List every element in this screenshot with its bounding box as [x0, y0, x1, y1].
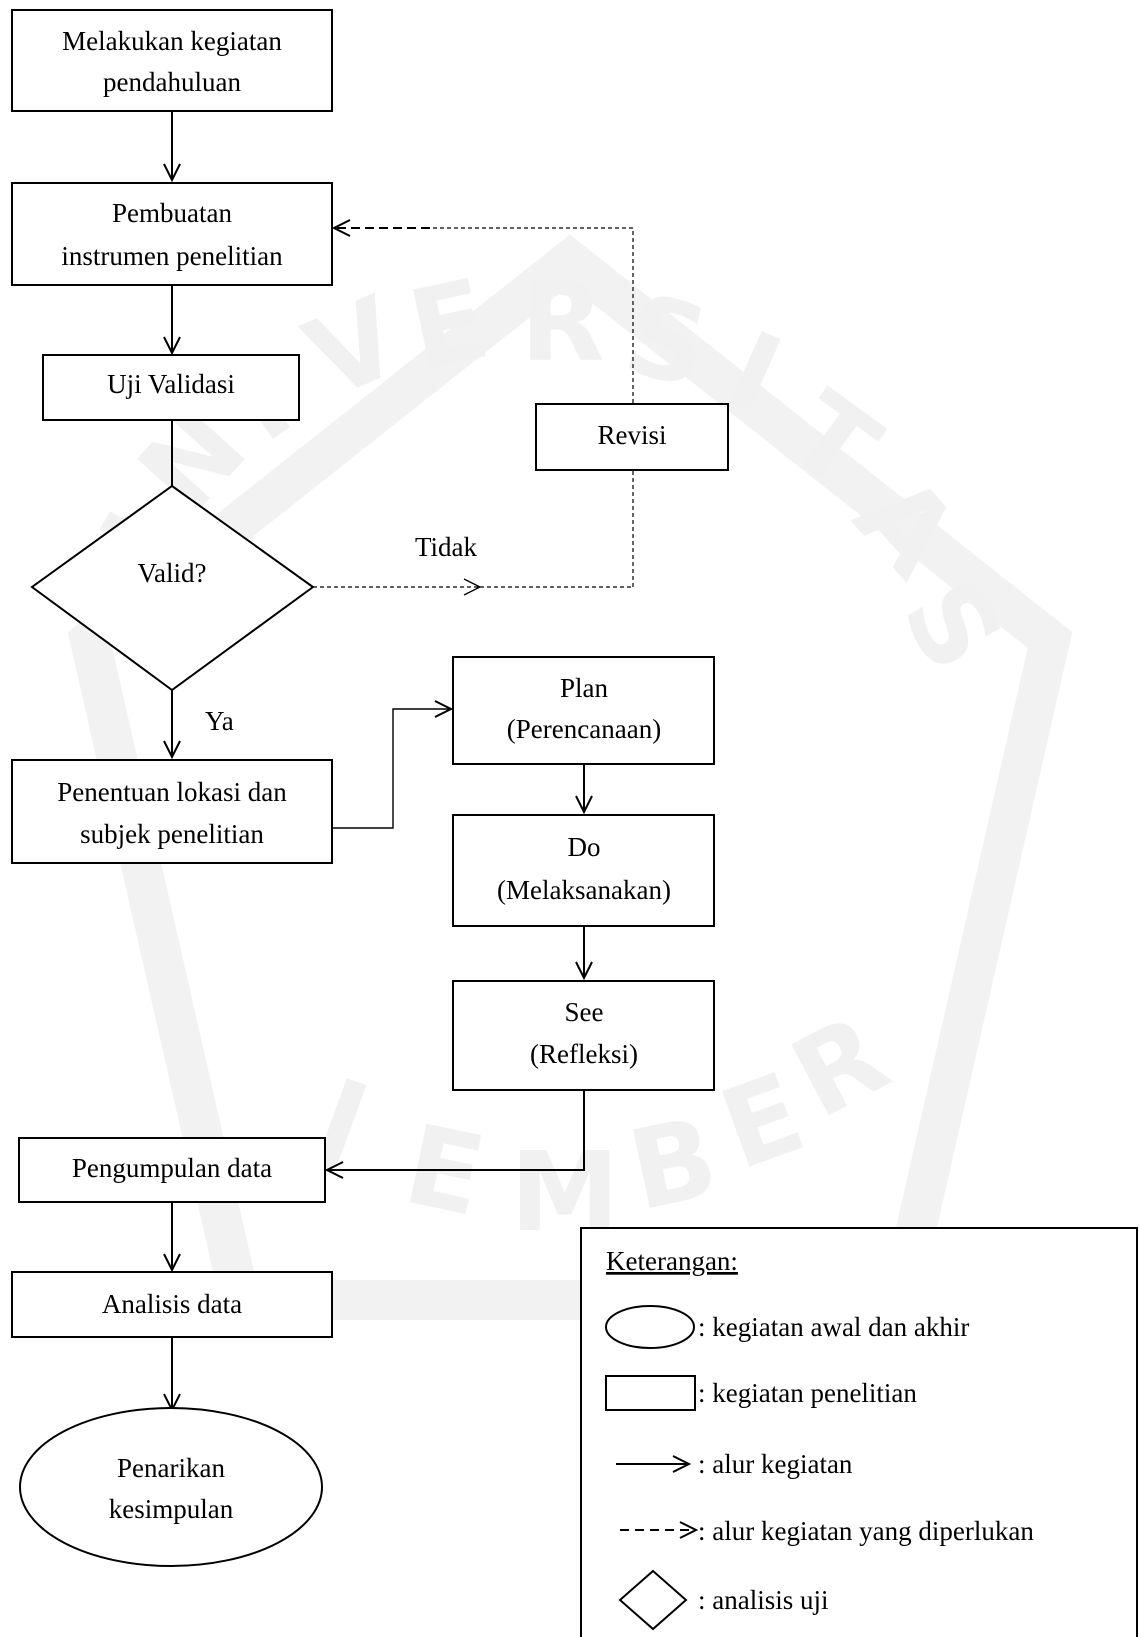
node-start-line2: pendahuluan — [103, 67, 241, 97]
node-decision-label: Valid? — [138, 558, 207, 588]
node-instrument-line1: Pembuatan — [112, 198, 232, 228]
node-do: Do (Melaksanakan) — [452, 814, 715, 927]
node-plan: Plan (Perencanaan) — [452, 656, 715, 765]
node-analysis: Analisis data — [11, 1271, 333, 1338]
node-decision: Valid? — [30, 484, 315, 692]
node-validation: Uji Validasi — [42, 354, 300, 421]
node-location-line2: subjek penelitian — [80, 819, 264, 849]
node-validation-label: Uji Validasi — [107, 369, 235, 399]
edge-label-yes: Ya — [205, 706, 234, 736]
legend-diamond-icon — [618, 1569, 688, 1631]
watermark-letter: B — [619, 1093, 728, 1236]
node-plan-line1: Plan — [560, 673, 609, 703]
node-collect-label: Pengumpulan data — [72, 1153, 272, 1183]
node-start-line1: Melakukan kegiatan — [62, 26, 282, 56]
legend-title: Keterangan: — [606, 1246, 738, 1276]
legend-oval-icon — [605, 1305, 695, 1349]
node-end: Penarikan kesimpulan — [19, 1407, 323, 1567]
node-see: See (Refleksi) — [452, 980, 715, 1091]
node-revision-label: Revisi — [597, 420, 666, 450]
legend-rect-icon — [605, 1375, 696, 1411]
node-location-line1: Penentuan lokasi dan — [57, 777, 287, 807]
node-end-line2: kesimpulan — [109, 1494, 234, 1524]
node-analysis-label: Analisis data — [102, 1289, 242, 1319]
node-collect: Pengumpulan data — [18, 1137, 326, 1203]
connectors — [172, 112, 634, 1410]
legend-arrow-label: : alur kegiatan — [698, 1449, 853, 1479]
node-instrument-line2: instrumen penelitian — [61, 241, 283, 271]
node-do-line2: (Melaksanakan) — [497, 875, 671, 905]
node-end-line1: Penarikan — [117, 1453, 225, 1483]
watermark-letter: R — [520, 258, 605, 386]
edge-label-no: Tidak — [415, 532, 478, 562]
legend-dashed-label: : alur kegiatan yang diperlukan — [698, 1516, 1034, 1546]
legend-rect-label: : kegiatan penelitian — [698, 1378, 917, 1408]
node-location: Penentuan lokasi dan subjek penelitian — [11, 759, 333, 864]
node-instrument: Pembuatan instrumen penelitian — [11, 182, 333, 286]
node-see-line2: (Refleksi) — [530, 1039, 638, 1069]
arrow-see-to-collect — [327, 1091, 585, 1170]
node-plan-line2: (Perencanaan) — [507, 714, 661, 744]
node-see-line1: See — [565, 997, 604, 1027]
legend: Keterangan: : kegiatan awal dan akhir : … — [580, 1227, 1138, 1637]
legend-diamond-label: : analisis uji — [698, 1585, 829, 1615]
node-start: Melakukan kegiatan pendahuluan — [11, 9, 333, 112]
node-revision: Revisi — [535, 403, 729, 471]
node-do-line1: Do — [568, 832, 601, 862]
arrow-location-to-plan — [332, 709, 451, 829]
legend-oval-label: : kegiatan awal dan akhir — [698, 1312, 969, 1342]
